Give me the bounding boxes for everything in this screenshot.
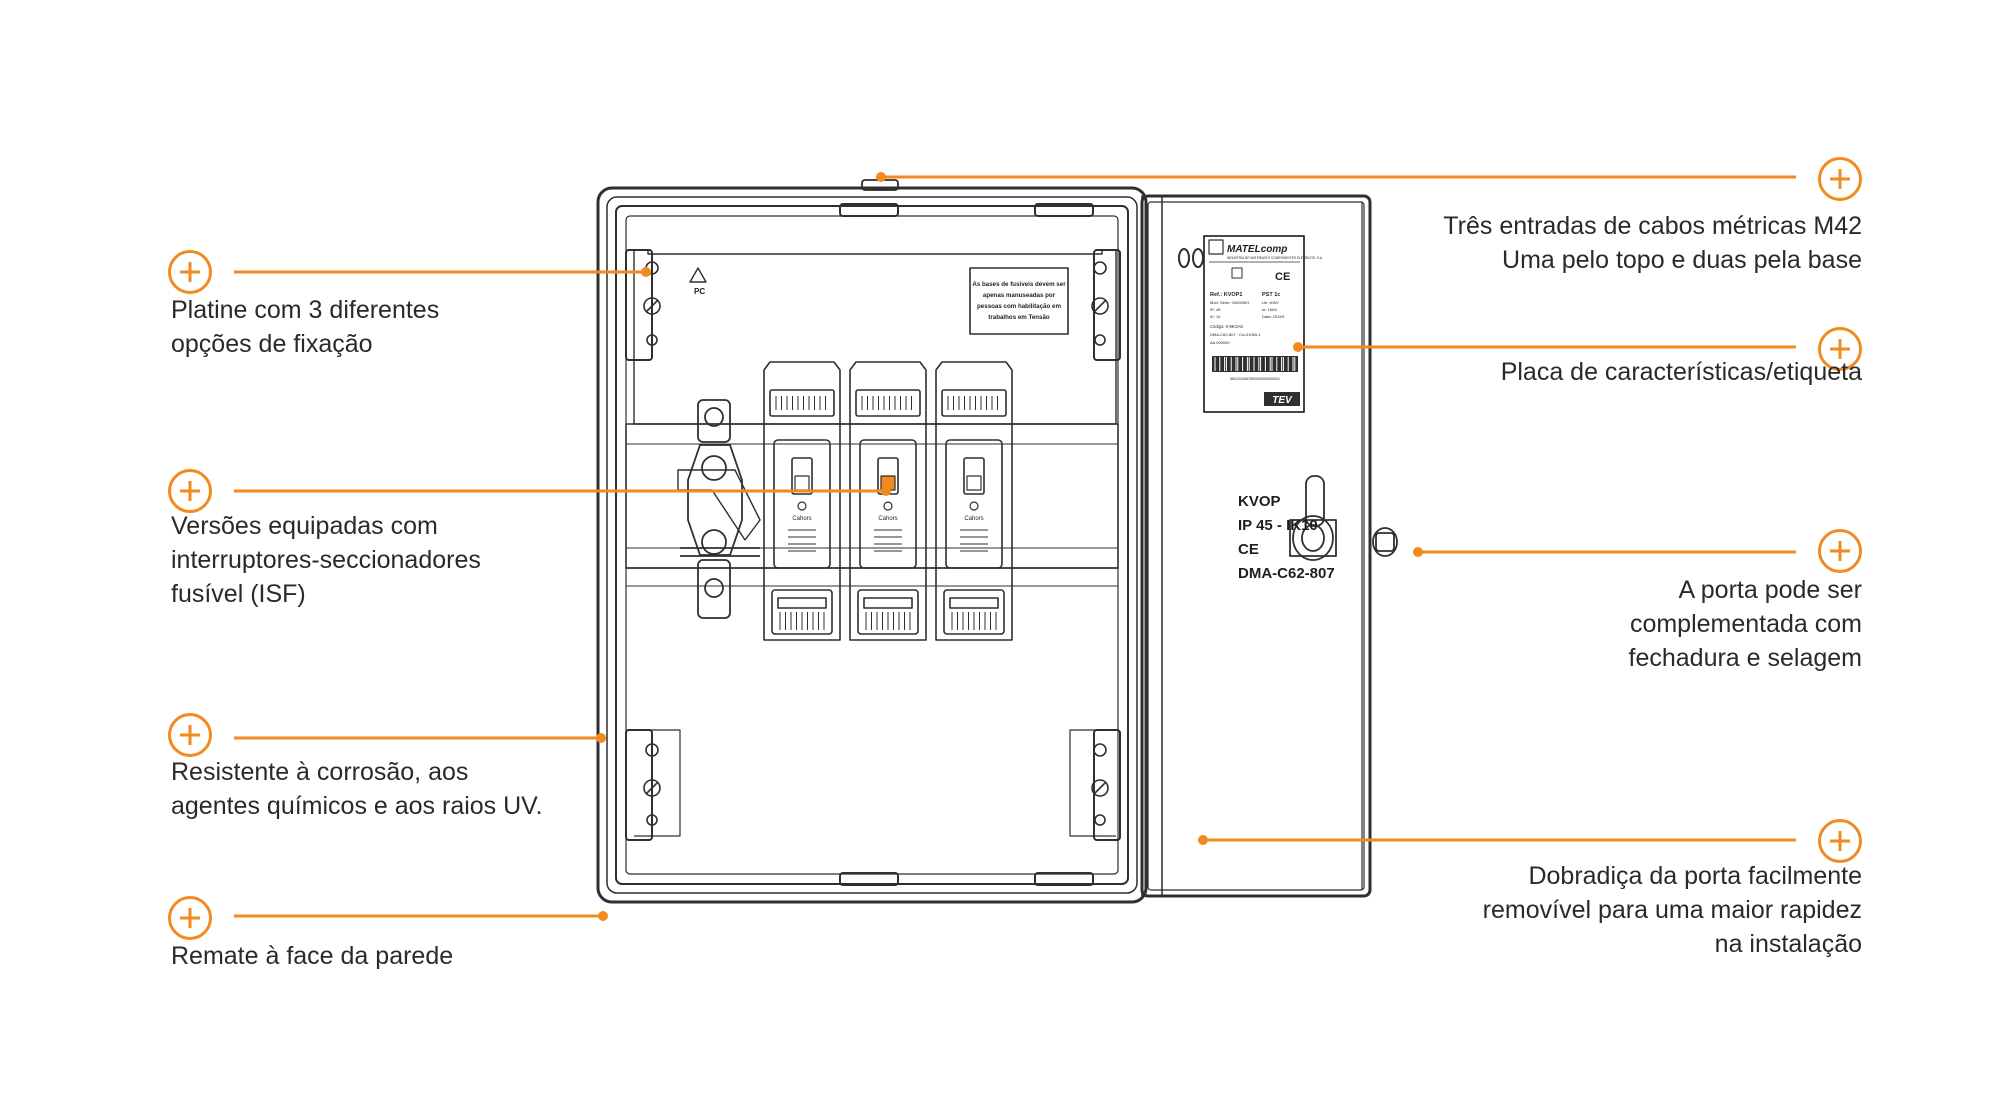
- callout-line: na instalação: [1714, 930, 1862, 958]
- callout-line: A porta pode ser: [1678, 576, 1862, 604]
- switch-handle: [677, 399, 761, 619]
- callout-line: removível para uma maior rapidez: [1482, 896, 1862, 924]
- fuse-unit-2: Cahors: [849, 361, 927, 641]
- nameplate-row-2: Ue: 400V: [1262, 300, 1279, 305]
- plus-button-placa[interactable]: [1818, 327, 1862, 371]
- plus-button-platine[interactable]: [168, 250, 212, 294]
- warning-line-1: As bases de fusíveis devem ser: [972, 281, 1066, 288]
- leader-dot-resistente: [596, 733, 606, 743]
- door-text-1: KVOP: [1238, 493, 1281, 510]
- leader-dot-dobradica: [1198, 835, 1208, 845]
- switch-brand-label: Cahors: [878, 516, 897, 522]
- leader-dot-placa: [1293, 342, 1303, 352]
- nameplate-row-3: IP: 45: [1210, 307, 1221, 312]
- warning-line-4: trabalhos em Tensão: [988, 314, 1050, 321]
- door-text-4: DMA-C62-807: [1238, 565, 1335, 582]
- callout-line: complementada com: [1629, 610, 1862, 638]
- barcode-text: 5601234567890000000000001: [1230, 377, 1280, 381]
- callout-label-resistente: Resistente à corrosão, aos agentes químic…: [171, 755, 543, 823]
- plus-button-dobradica[interactable]: [1818, 819, 1862, 863]
- enclosure-door: [1140, 194, 1398, 898]
- nameplate-ref: Ref.: KVOP1: [1210, 292, 1242, 298]
- fuse-switch-disconnectors: Cahors Cahors Cahors: [763, 361, 1013, 641]
- door-text-3: CE: [1238, 541, 1259, 558]
- fuse-unit-1: Cahors: [763, 361, 841, 641]
- warning-line-2: apenas manuseadas por: [983, 292, 1056, 299]
- callout-line: Três entradas de cabos métricas M42: [1443, 212, 1862, 240]
- nameplate-row-4: Ie: 160A: [1262, 307, 1277, 312]
- callout-line: agentes químicos e aos raios UV.: [171, 792, 543, 820]
- door-text-2: IP 45 - IK10: [1238, 517, 1318, 534]
- door-lock-icon[interactable]: [1289, 475, 1398, 561]
- pc-mark: PC: [694, 287, 705, 296]
- warning-line-3: pessoas com habilitação em: [977, 303, 1061, 310]
- callout-line: interruptores-seccionadores: [171, 546, 481, 574]
- callout-label-platine: Platine com 3 diferentes opções de fixaçã…: [171, 293, 439, 361]
- mounting-plate: [625, 249, 1121, 841]
- nameplate-row-7: Código: 0-9KOA0: [1210, 324, 1243, 329]
- nameplate-row-1: Mod. Série: 00000001: [1210, 300, 1250, 305]
- plus-button-resistente[interactable]: [168, 713, 212, 757]
- callout-line: Resistente à corrosão, aos: [171, 758, 469, 786]
- switch-brand-label: Cahors: [792, 516, 811, 522]
- brand-subtitle: INDÚSTRIA DE MATERIAIS E COMPONENTES ELÉ…: [1227, 255, 1323, 260]
- plus-button-entradas[interactable]: [1818, 157, 1862, 201]
- leader-dot-versoes: [881, 486, 891, 496]
- leader-dot-platine: [641, 267, 651, 277]
- callout-line: Dobradiça da porta facilmente: [1528, 862, 1862, 890]
- callout-label-remate: Remate à face da parede: [171, 939, 453, 973]
- plus-button-remate[interactable]: [168, 896, 212, 940]
- fuse-unit-3: Cahors: [935, 361, 1013, 641]
- nameplate-row-6: Data: 2019/1: [1262, 314, 1286, 319]
- nameplate-row-5: IK: 10: [1210, 314, 1221, 319]
- tev-logo: TEV: [1272, 395, 1293, 406]
- callout-line: Versões equipadas com: [171, 512, 438, 540]
- recycle-icon: [689, 267, 707, 283]
- warning-label-box: [969, 267, 1069, 335]
- plus-button-versoes[interactable]: [168, 469, 212, 513]
- leader-dot-entradas: [876, 172, 886, 182]
- callout-line: Placa de características/etiqueta: [1500, 358, 1862, 386]
- callout-label-versoes: Versões equipadas com interruptores-secci…: [171, 509, 481, 611]
- callout-line: Platine com 3 diferentes: [171, 296, 440, 324]
- callout-line: fechadura e selagem: [1628, 644, 1862, 672]
- callout-label-porta: A porta pode ser complementada com fechadu…: [1629, 573, 1862, 675]
- callout-label-dobradica: Dobradiça da porta facilmente removível p…: [1483, 859, 1862, 961]
- nameplate-row-8: DMA-C62-807 · CA-01069-1: [1210, 332, 1261, 337]
- callout-line: fusível (ISF): [171, 580, 306, 608]
- callout-label-placa: Placa de características/etiqueta: [1501, 355, 1862, 389]
- leader-dot-remate: [598, 911, 608, 921]
- callout-line: Uma pelo topo e duas pela base: [1502, 246, 1862, 274]
- switch-brand-label: Cahors: [964, 516, 983, 522]
- nameplate-pst: PST 1c: [1262, 292, 1280, 298]
- callout-line: opções de fixação: [171, 330, 373, 358]
- ce-mark: CE: [1275, 271, 1290, 283]
- callout-line: Remate à face da parede: [171, 942, 454, 970]
- brand-name: MATELcomp: [1227, 244, 1287, 255]
- plus-button-porta[interactable]: [1818, 529, 1862, 573]
- leader-dot-porta: [1413, 547, 1423, 557]
- nameplate-row-9: AA 000000: [1210, 340, 1230, 345]
